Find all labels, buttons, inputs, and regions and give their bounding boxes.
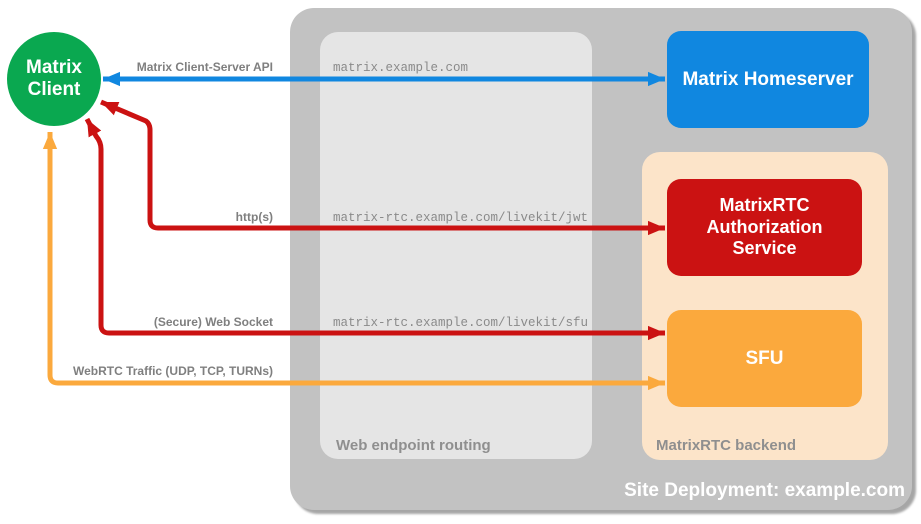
client-server-api-arrow-label: Matrix Client-Server API [136,60,273,74]
auth-service-label: MatrixRTC Authorization Service [706,194,823,259]
site-deployment-label: Site Deployment: example.com [624,480,905,501]
matrix-client-label: Matrix Client [26,57,82,100]
matrix-homeserver-node: Matrix Homeserver [667,31,869,128]
webrtc-arrow-label: WebRTC Traffic (UDP, TCP, TURNs) [72,364,273,378]
endpoint-sfu-text: matrix-rtc.example.com/livekit/sfu [333,316,589,330]
web-endpoint-routing-label: Web endpoint routing [336,437,491,454]
matrix-client-node: Matrix Client [7,32,101,126]
https-arrow-label: http(s) [235,210,273,224]
matrix-homeserver-label: Matrix Homeserver [682,68,854,90]
sfu-label: SFU [745,347,784,369]
matrixrtc-authorization-service-node: MatrixRTC Authorization Service [667,179,862,276]
matrixrtc-backend-label: MatrixRTC backend [656,437,797,454]
sfu-node: SFU [667,310,862,407]
endpoint-jwt-text: matrix-rtc.example.com/livekit/jwt [333,211,589,225]
endpoint-homeserver-text: matrix.example.com [333,61,469,75]
web-endpoint-routing-panel [320,32,592,459]
websocket-arrow-label: (Secure) Web Socket [153,315,273,329]
